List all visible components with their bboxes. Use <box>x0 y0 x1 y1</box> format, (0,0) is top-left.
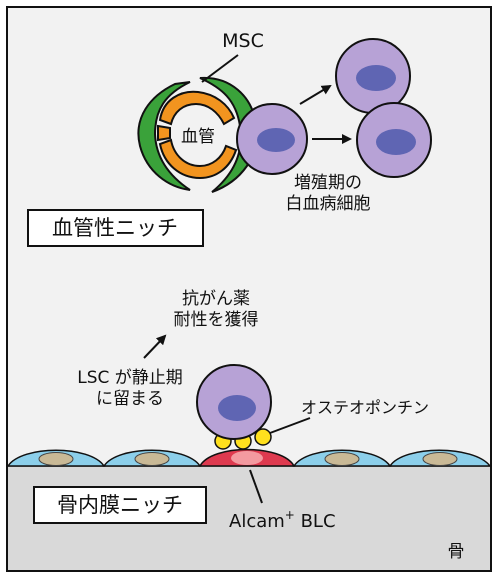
arrow-to-top-cell <box>299 84 332 105</box>
proliferating-cell-bottom <box>356 102 432 178</box>
endosteal-niche-label: 骨内膜ニッチ <box>57 493 183 517</box>
arrow-to-drug-resistance <box>143 334 167 359</box>
leukemia-cell-vessel <box>236 103 308 175</box>
osteopontin-pointer-line <box>269 417 311 434</box>
osteoblast-nucleus <box>38 452 74 466</box>
alcam-label-suffix: BLC <box>295 511 336 532</box>
osteopontin-molecules <box>214 428 272 450</box>
vascular-niche-box <box>27 209 204 247</box>
drug-resistance-line1: 抗がん薬 <box>182 289 250 309</box>
blood-vessel-group: 血管 <box>137 76 258 193</box>
vascular-niche-label: 血管性ニッチ <box>52 216 178 240</box>
lsc-cell <box>196 364 272 440</box>
msc-label: MSC <box>222 30 264 52</box>
proliferating-label-line2: 白血病細胞 <box>286 194 371 214</box>
drug-resistance-line2: 耐性を獲得 <box>174 310 259 330</box>
proliferating-cell-top-nucleus <box>356 65 396 91</box>
osteoblast-cells <box>6 449 492 467</box>
alcam-blc-cell <box>198 448 296 467</box>
alcam-blc-label: Alcam+ BLC <box>229 508 336 532</box>
alcam-blc-nucleus <box>231 451 263 465</box>
osteoblast-nucleus <box>422 452 458 466</box>
lsc-label-line1: LSC が静止期 <box>77 368 183 388</box>
osteoblast-nucleus <box>134 452 170 466</box>
alcam-label-superscript: + <box>285 508 295 522</box>
vessel-wall-left <box>157 124 171 142</box>
osteopontin-label: オステオポンチン <box>301 398 429 417</box>
msc-cell-right <box>199 76 258 193</box>
leukemia-cell-nucleus <box>257 128 295 152</box>
alcam-label-main: Alcam <box>229 511 285 532</box>
bone-label: 骨 <box>448 542 465 562</box>
proliferating-label-line1: 増殖期の <box>294 173 362 193</box>
osteopontin-dot <box>254 428 272 446</box>
msc-pointer-line <box>201 54 239 83</box>
alcam-pointer-line <box>249 469 263 504</box>
msc-cell-left <box>137 81 191 191</box>
osteoblast-nucleus <box>324 452 360 466</box>
proliferating-cell-top <box>335 38 411 114</box>
lsc-label-line2: に留まる <box>96 389 164 409</box>
vessel-wall-bottom <box>158 138 238 180</box>
vessel-wall-top <box>158 90 236 126</box>
lsc-cell-nucleus <box>218 395 256 421</box>
endosteal-niche-box <box>33 486 207 524</box>
proliferating-cell-bottom-nucleus <box>376 129 416 155</box>
vessel-label: 血管 <box>181 127 215 147</box>
